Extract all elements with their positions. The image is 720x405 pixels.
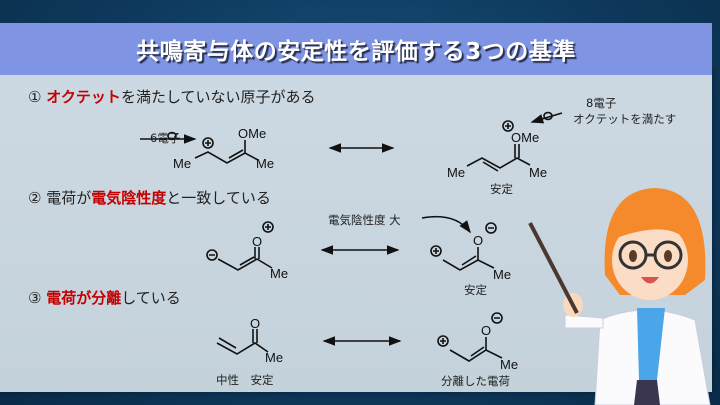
molecule-enone: [216, 329, 269, 355]
annotation-stable: 安定: [490, 182, 513, 196]
plus-charge-icon: [202, 137, 214, 149]
criterion-number: ①: [28, 88, 42, 106]
atom-label: Me: [265, 350, 283, 365]
criterion-highlight: オクテット: [46, 88, 121, 106]
pointer-stick: [528, 222, 579, 314]
atom-label: O: [481, 323, 491, 338]
atom-label: OMe: [511, 130, 539, 145]
criterion-2: ② 電荷が電気陰性度と一致している: [28, 187, 271, 208]
mouth: [641, 277, 659, 284]
criterion-highlight: 電気陰性度: [91, 189, 167, 207]
atom-label: Me: [256, 156, 274, 171]
atom-label: OMe: [238, 126, 266, 141]
atom-label: Me: [270, 266, 288, 281]
criterion-3: ③ 電荷が分離している: [28, 287, 181, 308]
criterion-number: ③: [28, 289, 42, 307]
face: [612, 220, 688, 300]
annotation-8-electrons: 8電子: [586, 96, 616, 110]
minus-charge-icon: [491, 312, 503, 324]
annotation-stable: 安定: [464, 283, 487, 297]
plus-charge-icon: [262, 221, 274, 233]
page-title: 共鳴寄与体の安定性を評価する3つの基準: [136, 39, 576, 65]
curved-arrow: [421, 215, 471, 234]
criterion-text: 電荷が: [46, 189, 92, 207]
atom-label: O: [252, 234, 262, 249]
plus-charge-icon: [430, 245, 442, 257]
title-bar: 共鳴寄与体の安定性を評価する3つの基準: [0, 23, 712, 75]
atom-label: Me: [529, 165, 547, 180]
criterion-text: と一致している: [166, 189, 271, 207]
atom-label: Me: [173, 156, 191, 171]
atom-label: O: [250, 316, 260, 331]
plus-charge-icon: [502, 120, 514, 132]
annotation-separated-charge: 分離した電荷: [441, 374, 510, 388]
annotation-octet: オクテットを満たす: [573, 112, 676, 126]
atom-label: Me: [447, 165, 465, 180]
annotation-neutral-stable: 中性 安定: [216, 373, 274, 387]
electron-pair-icon: [167, 131, 177, 141]
criterion-1: ① オクテットを満たしていない原子がある: [28, 86, 316, 107]
atom-label: Me: [493, 267, 511, 282]
molecule-alkoxide-cation: [442, 247, 495, 271]
criterion-number: ②: [28, 189, 42, 207]
plus-charge-icon: [437, 335, 449, 347]
atom-label: Me: [500, 357, 518, 372]
teacher-illustration: [528, 188, 711, 405]
arrow-8-electrons: [530, 112, 563, 124]
molecule-allyl-cation-ome: [194, 140, 259, 164]
annotation-electronegativity: 電気陰性度 大: [328, 213, 401, 227]
criterion-text: している: [121, 289, 181, 307]
molecule-enolate-oxonium: [217, 247, 273, 271]
minus-charge-icon: [485, 222, 497, 234]
atom-label: O: [473, 233, 483, 248]
annotation-6-electrons: 6電子: [150, 131, 180, 145]
minus-charge-icon: [206, 249, 218, 261]
shirt: [637, 308, 665, 380]
criterion-text: を満たしていない原子がある: [120, 88, 316, 106]
molecule-oxocarbenium: [466, 144, 531, 172]
electron-pair-icon: [543, 111, 553, 121]
criterion-highlight: 電荷が分離: [46, 289, 122, 307]
molecule-separated-charge: [449, 337, 503, 362]
